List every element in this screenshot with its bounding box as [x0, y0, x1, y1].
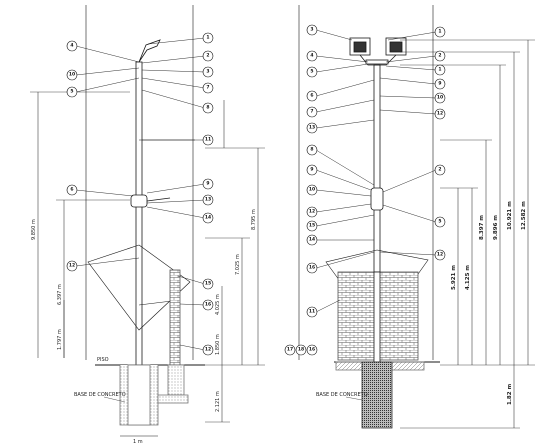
callout-l2: 2	[206, 53, 209, 59]
right-leader-lines	[315, 29, 437, 313]
callout-l16: 16	[205, 302, 211, 308]
dim-r-d: 10.921 m	[507, 201, 513, 230]
left-dimension-labels: 9.850 m 6.397 m 1.797 m 8.795 m 7.025 m …	[31, 209, 257, 445]
left-elevation	[30, 5, 265, 437]
callout-l5: 5	[70, 89, 73, 95]
callout-r5b: 5	[438, 219, 441, 225]
callout-r18: 18	[298, 347, 304, 353]
right-callouts	[284, 24, 446, 356]
label-base-right: BASE DE CONCRETO	[316, 392, 368, 398]
dim-r-found: 1.82 m	[507, 384, 513, 405]
callout-l12: 12	[69, 263, 75, 269]
dim-r-b: 8.397 m	[479, 215, 485, 240]
callout-l13: 13	[205, 197, 211, 203]
dim-right-top: 8.795 m	[251, 209, 257, 230]
callout-r1b: 1	[438, 67, 441, 73]
dim-r-f: 5.921 m	[451, 265, 457, 290]
left-leader-lines	[75, 37, 206, 351]
callout-r4: 4	[310, 53, 313, 59]
callout-r10b: 10	[437, 95, 443, 101]
callout-r15: 15	[309, 223, 315, 229]
label-ground: PISO	[97, 357, 109, 363]
callout-r12b: 12	[437, 111, 443, 117]
callout-r7: 7	[310, 109, 313, 115]
left-brick-column	[169, 269, 181, 366]
callout-l9: 9	[206, 181, 209, 187]
callout-l1: 1	[206, 35, 209, 41]
callout-r12c: 12	[437, 252, 443, 258]
right-callout-numbers: 3 4 5 6 7 13 8 9 10 12 15 14 16 11 1 2 1…	[287, 27, 443, 353]
right-dimension-labels: 5.921 m 4.125 m 8.397 m 9.896 m 10.921 m…	[316, 201, 527, 405]
callout-r14: 14	[309, 237, 315, 243]
left-mid-lamp	[130, 194, 148, 208]
callout-r16b: 16	[309, 347, 315, 353]
dim-r-c: 9.896 m	[493, 215, 499, 240]
callout-l3: 3	[206, 69, 209, 75]
left-callout-numbers: 4 10 5 6 12 1 2 3 7 8 11 9 13 14 15 16 1…	[69, 35, 211, 353]
dim-foundation: 2.121 m	[215, 391, 221, 412]
dim-total: 9.850 m	[31, 219, 37, 240]
callout-r9: 9	[310, 167, 313, 173]
dim-right-base: 1.850 m	[215, 334, 221, 355]
callout-r16: 16	[309, 265, 315, 271]
right-mid-lamp	[370, 187, 384, 211]
left-callouts	[66, 32, 214, 356]
callout-r17: 17	[287, 347, 293, 353]
right-elevation	[298, 5, 535, 429]
callout-l6: 6	[70, 187, 73, 193]
callout-r13: 13	[309, 125, 315, 131]
callout-r2: 2	[438, 53, 441, 59]
dim-r-g: 4.125 m	[465, 265, 471, 290]
callout-r12: 12	[309, 209, 315, 215]
callout-r6: 6	[310, 93, 313, 99]
left-luminaire	[138, 39, 161, 63]
callout-r11: 11	[309, 309, 315, 315]
callout-r2b: 2	[438, 167, 441, 173]
right-flood-bracket	[359, 54, 397, 66]
callout-l8: 8	[206, 105, 209, 111]
dim-low: 1.797 m	[57, 329, 63, 350]
dim-right-low: 4.025 m	[215, 294, 221, 315]
left-pole	[135, 61, 143, 366]
right-foundation	[361, 361, 393, 429]
callout-l14: 14	[205, 215, 211, 221]
dim-mid: 6.397 m	[57, 284, 63, 305]
callout-r5: 5	[310, 69, 313, 75]
callout-r9b: 9	[438, 81, 441, 87]
callout-l11: 11	[205, 137, 211, 143]
callout-l12b: 12	[205, 347, 211, 353]
dim-right-mid: 7.025 m	[235, 254, 241, 275]
callout-l15: 15	[205, 281, 211, 287]
callout-r8: 8	[310, 147, 313, 153]
callout-r3: 3	[310, 27, 313, 33]
callout-l4: 4	[70, 43, 73, 49]
label-base-left: BASE DE CONCRETO	[74, 392, 126, 398]
callout-r10: 10	[309, 187, 315, 193]
dim-r-e: 12.582 m	[521, 201, 527, 230]
left-mid-arm	[146, 197, 171, 202]
callout-l7: 7	[206, 85, 209, 91]
callout-l10: 10	[69, 72, 75, 78]
dim-width: 1 m	[133, 439, 143, 445]
callout-r1: 1	[438, 29, 441, 35]
